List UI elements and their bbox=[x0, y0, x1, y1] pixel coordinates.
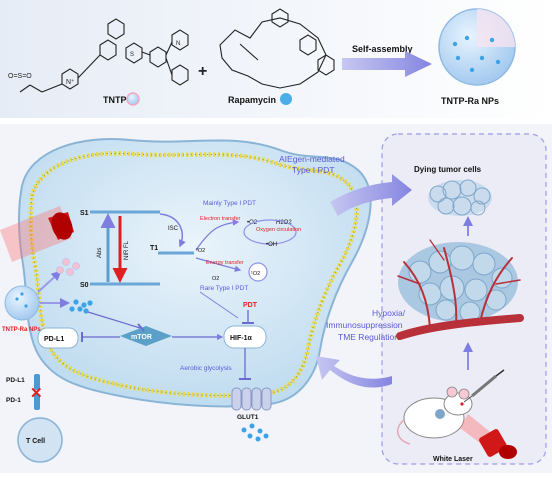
isc-label: ISC bbox=[168, 226, 179, 232]
plus-sign: + bbox=[198, 63, 207, 80]
self-assembly-arrow bbox=[342, 51, 432, 77]
rapamycin-mtor-link bbox=[87, 311, 141, 329]
h2o2-label: H2O2 bbox=[276, 220, 292, 226]
self-assembly-label: Self-assembly bbox=[352, 44, 413, 54]
electron-transfer-label: Electron transfer bbox=[200, 216, 241, 222]
tcell-label: T Cell bbox=[26, 438, 45, 445]
electron-transfer-arrow bbox=[195, 219, 240, 251]
mtor-label: mTOR bbox=[131, 334, 152, 341]
pdt-label: PDT bbox=[243, 302, 258, 309]
energy-transfer-label: Energy transfer bbox=[206, 260, 244, 266]
aiegen-arrow bbox=[330, 174, 412, 216]
oxygen-circulation-label: Oxygen circulation bbox=[256, 227, 301, 233]
white-laser-label: White Laser bbox=[433, 456, 473, 463]
nanoparticle-sphere bbox=[438, 8, 516, 86]
np-dot bbox=[24, 304, 28, 308]
glut1-label: GLUT1 bbox=[237, 414, 259, 421]
rapamycin-label: Rapamycin bbox=[228, 95, 276, 105]
s1-label: S1 bbox=[80, 210, 89, 217]
singlet-o2-bubble bbox=[248, 262, 268, 282]
tntp-structure bbox=[19, 18, 189, 93]
isc-arrow bbox=[159, 213, 186, 248]
white-laser-device bbox=[460, 414, 517, 459]
nir-fl-label: NIR FL bbox=[124, 240, 130, 260]
tntp-ra-nps-label: TNTP-Ra NPs bbox=[2, 327, 41, 333]
mouse-illustration bbox=[397, 386, 473, 445]
singlet-o2-label: ¹O2 bbox=[251, 271, 260, 277]
pdl1-receptor bbox=[34, 374, 40, 390]
rapamycin-structure bbox=[219, 8, 335, 89]
block-x-icon: ✕ bbox=[30, 385, 43, 402]
thiophene-s-label: S bbox=[130, 52, 134, 58]
mtor-diamond bbox=[120, 326, 172, 346]
syringe-icon bbox=[463, 369, 505, 403]
released-tntp-dots bbox=[56, 258, 80, 276]
rapamycin-mtor-inhibit bbox=[137, 323, 145, 332]
np-uptake-arrow-1 bbox=[37, 270, 62, 293]
aerobic-glycolysis-label: Aerobic glycolysis bbox=[180, 365, 232, 372]
tumor-cell bbox=[18, 138, 372, 408]
tumor-mass bbox=[398, 242, 518, 323]
np-dot bbox=[15, 297, 19, 301]
glucose-dots bbox=[241, 423, 269, 442]
rare-to-hif-link bbox=[199, 291, 239, 319]
pdl1-label: PD-L1 bbox=[44, 336, 64, 343]
hypoxia-arrow bbox=[316, 356, 392, 388]
hif-label: HIF-1α bbox=[230, 335, 253, 342]
sulfonate-label: O=S=O bbox=[8, 73, 32, 80]
hypoxia-line2: Immunosuppression bbox=[326, 320, 403, 330]
blood-vessels bbox=[396, 239, 524, 340]
s0-label: S0 bbox=[80, 282, 89, 289]
o2-label: O2 bbox=[212, 276, 219, 282]
aiegen-line2: Type I PDT bbox=[292, 165, 335, 175]
pd1-receptor bbox=[34, 394, 40, 410]
oxygen-circulation-loop bbox=[243, 219, 297, 245]
np-dot bbox=[20, 292, 24, 296]
triplet-o2-label: ³O2 bbox=[196, 248, 205, 254]
pd1-label: PD-1 bbox=[6, 397, 21, 404]
red-laser-beam bbox=[0, 206, 74, 262]
pdl1-box bbox=[37, 327, 79, 349]
released-rapamycin-dots bbox=[69, 299, 93, 314]
pyridinium-n-label: N⁺ bbox=[66, 79, 75, 86]
amine-n-label: N bbox=[176, 41, 180, 47]
rare-type1-label: Rare Type I PDT bbox=[200, 285, 248, 292]
dying-tumor-cluster bbox=[428, 179, 492, 216]
tntp-label: TNTP bbox=[103, 95, 127, 105]
tntp-np-icon bbox=[126, 92, 140, 106]
dying-tumor-label: Dying tumor cells bbox=[414, 165, 482, 174]
nps-label: TNTP-Ra NPs bbox=[441, 96, 499, 106]
tntp-ra-np-icon bbox=[4, 285, 40, 321]
mainly-type1-label: Mainly Type I PDT bbox=[203, 200, 256, 207]
hypoxia-line3: TME Regulation bbox=[338, 332, 399, 342]
t1-label: T1 bbox=[150, 245, 158, 252]
tcell-pdl1-label: PD-L1 bbox=[6, 377, 25, 384]
abs-label: Abs bbox=[97, 248, 103, 258]
tcell-circle bbox=[17, 417, 63, 463]
glut1-transporter bbox=[231, 387, 272, 411]
energy-transfer-arrow bbox=[195, 257, 242, 272]
hypoxia-line1: Hypoxia/ bbox=[372, 308, 406, 318]
oh-radical-label: •OH bbox=[266, 242, 277, 248]
aiegen-line1: AIEgen-mediated bbox=[279, 154, 345, 164]
rapamycin-icon bbox=[280, 93, 292, 105]
